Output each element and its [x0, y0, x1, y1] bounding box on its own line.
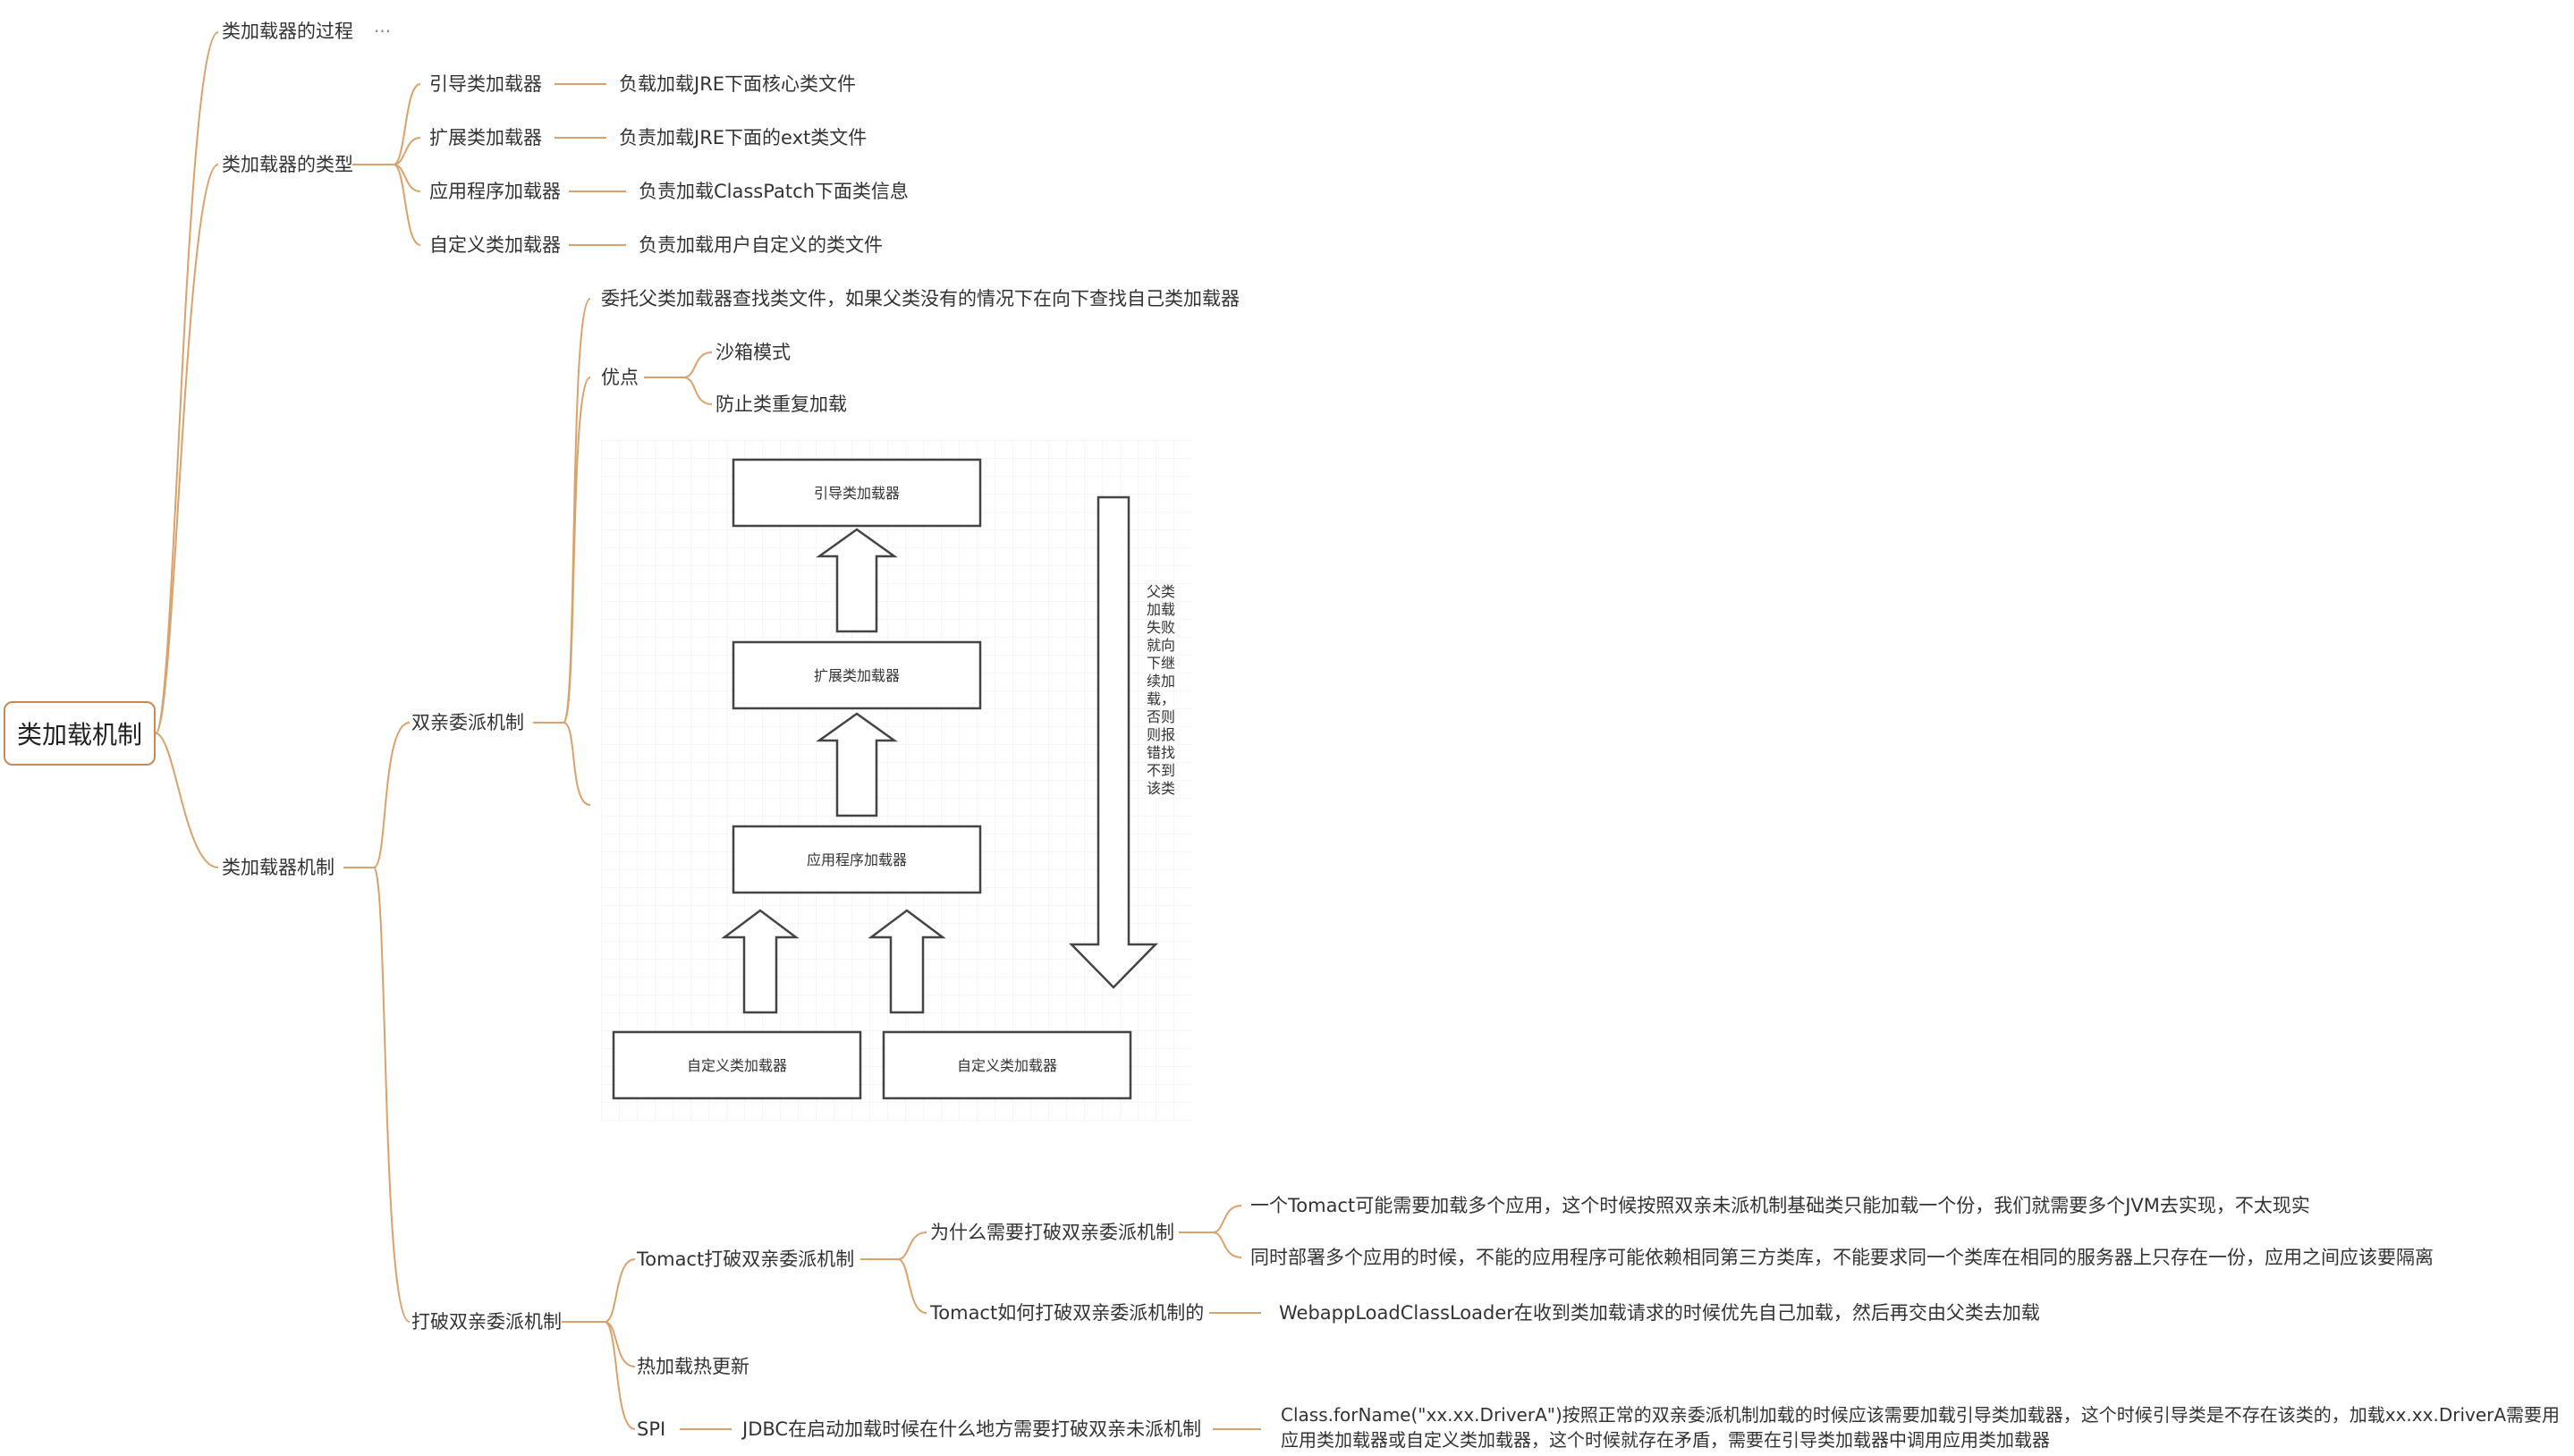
- arrow-up-app-to-ext: [816, 712, 898, 817]
- node-process[interactable]: 类加载器的过程: [222, 21, 353, 42]
- node-bootstrap-desc[interactable]: 负载加载JRE下面核心类文件: [619, 73, 857, 95]
- box-app-label: 应用程序加载器: [807, 851, 907, 868]
- node-spi[interactable]: SPI: [637, 1418, 666, 1440]
- arrow-up-custom2-to-app: [868, 909, 946, 1014]
- node-why-reason-2[interactable]: 同时部署多个应用的时候，不能的应用程序可能依赖相同第三方类库，不能要求同一个类库…: [1250, 1247, 2434, 1268]
- node-hot-reload[interactable]: 热加载热更新: [637, 1356, 749, 1377]
- collapsed-indicator[interactable]: ···: [374, 21, 392, 42]
- box-app: [732, 825, 982, 894]
- node-how-desc[interactable]: WebappLoadClassLoader在收到类加载请求的时候优先自己加载，然…: [1279, 1302, 2040, 1324]
- node-prevent-reload[interactable]: 防止类重复加载: [715, 394, 847, 415]
- root-node[interactable]: 类加载机制: [4, 701, 156, 766]
- box-custom-1-label: 自定义类加载器: [687, 1057, 787, 1074]
- node-why-break[interactable]: 为什么需要打破双亲委派机制: [930, 1222, 1174, 1243]
- node-bootstrap-loader[interactable]: 引导类加载器: [429, 73, 542, 95]
- node-spi-answer-2[interactable]: 应用类加载器或自定义类加载器，这个时候就存在矛盾，需要在引导类加载器中调用应用类…: [1281, 1429, 2050, 1451]
- node-mechanism[interactable]: 类加载器机制: [222, 857, 334, 878]
- box-ext: [732, 640, 982, 710]
- node-app-loader[interactable]: 应用程序加载器: [429, 181, 561, 202]
- branch-root-types: [155, 164, 219, 734]
- node-custom-desc[interactable]: 负责加载用户自定义的类文件: [639, 234, 883, 256]
- box-custom-2-label: 自定义类加载器: [957, 1057, 1057, 1074]
- box-custom-2: [882, 1030, 1132, 1100]
- node-spi-question[interactable]: JDBC在启动加载时候在什么地方需要打破双亲未派机制: [742, 1418, 1202, 1440]
- node-why-reason-1[interactable]: 一个Tomact可能需要加载多个应用，这个时候按照双亲未派机制基础类只能加载一个…: [1250, 1195, 2310, 1216]
- node-ext-loader[interactable]: 扩展类加载器: [429, 127, 542, 148]
- branch-root-process: [155, 31, 219, 734]
- arrow-down-delegation: [1069, 495, 1158, 989]
- arrow-up-ext-to-bootstrap: [816, 528, 898, 633]
- box-bootstrap: [732, 458, 982, 528]
- box-custom-1: [612, 1030, 862, 1100]
- diagram-side-note: 父类 加载 失败 就向 下继 续加 载， 否则 则报 错找 不到 该类: [1147, 583, 1176, 797]
- node-parent-delegation[interactable]: 双亲委派机制: [411, 712, 524, 733]
- node-tomcat[interactable]: Tomact打破双亲委派机制: [637, 1249, 855, 1270]
- node-how-break[interactable]: Tomact如何打破双亲委派机制的: [930, 1302, 1205, 1324]
- node-app-desc[interactable]: 负责加载ClassPatch下面类信息: [639, 181, 909, 202]
- node-advantages[interactable]: 优点: [601, 367, 639, 388]
- root-label: 类加载机制: [16, 720, 142, 749]
- node-types[interactable]: 类加载器的类型: [222, 154, 353, 175]
- arrow-up-custom1-to-app: [721, 909, 800, 1014]
- box-ext-label: 扩展类加载器: [814, 667, 900, 684]
- branch-root-mechanism: [155, 732, 219, 868]
- node-spi-answer-1[interactable]: Class.forName("xx.xx.DriverA")按照正常的双亲委派机…: [1281, 1404, 2561, 1426]
- node-ext-desc[interactable]: 负责加载JRE下面的ext类文件: [619, 127, 868, 148]
- node-custom-loader[interactable]: 自定义类加载器: [429, 234, 561, 256]
- delegation-diagram: 引导类加载器 扩展类加载器 应用程序加载器 自定义类加载器 自定义类加载器: [601, 440, 1191, 1122]
- node-break-delegation[interactable]: 打破双亲委派机制: [411, 1311, 562, 1333]
- node-sandbox[interactable]: 沙箱模式: [715, 342, 791, 363]
- box-bootstrap-label: 引导类加载器: [814, 485, 900, 502]
- node-delegation-desc[interactable]: 委托父类加载器查找类文件，如果父类没有的情况下在向下查找自己类加载器: [601, 288, 1240, 309]
